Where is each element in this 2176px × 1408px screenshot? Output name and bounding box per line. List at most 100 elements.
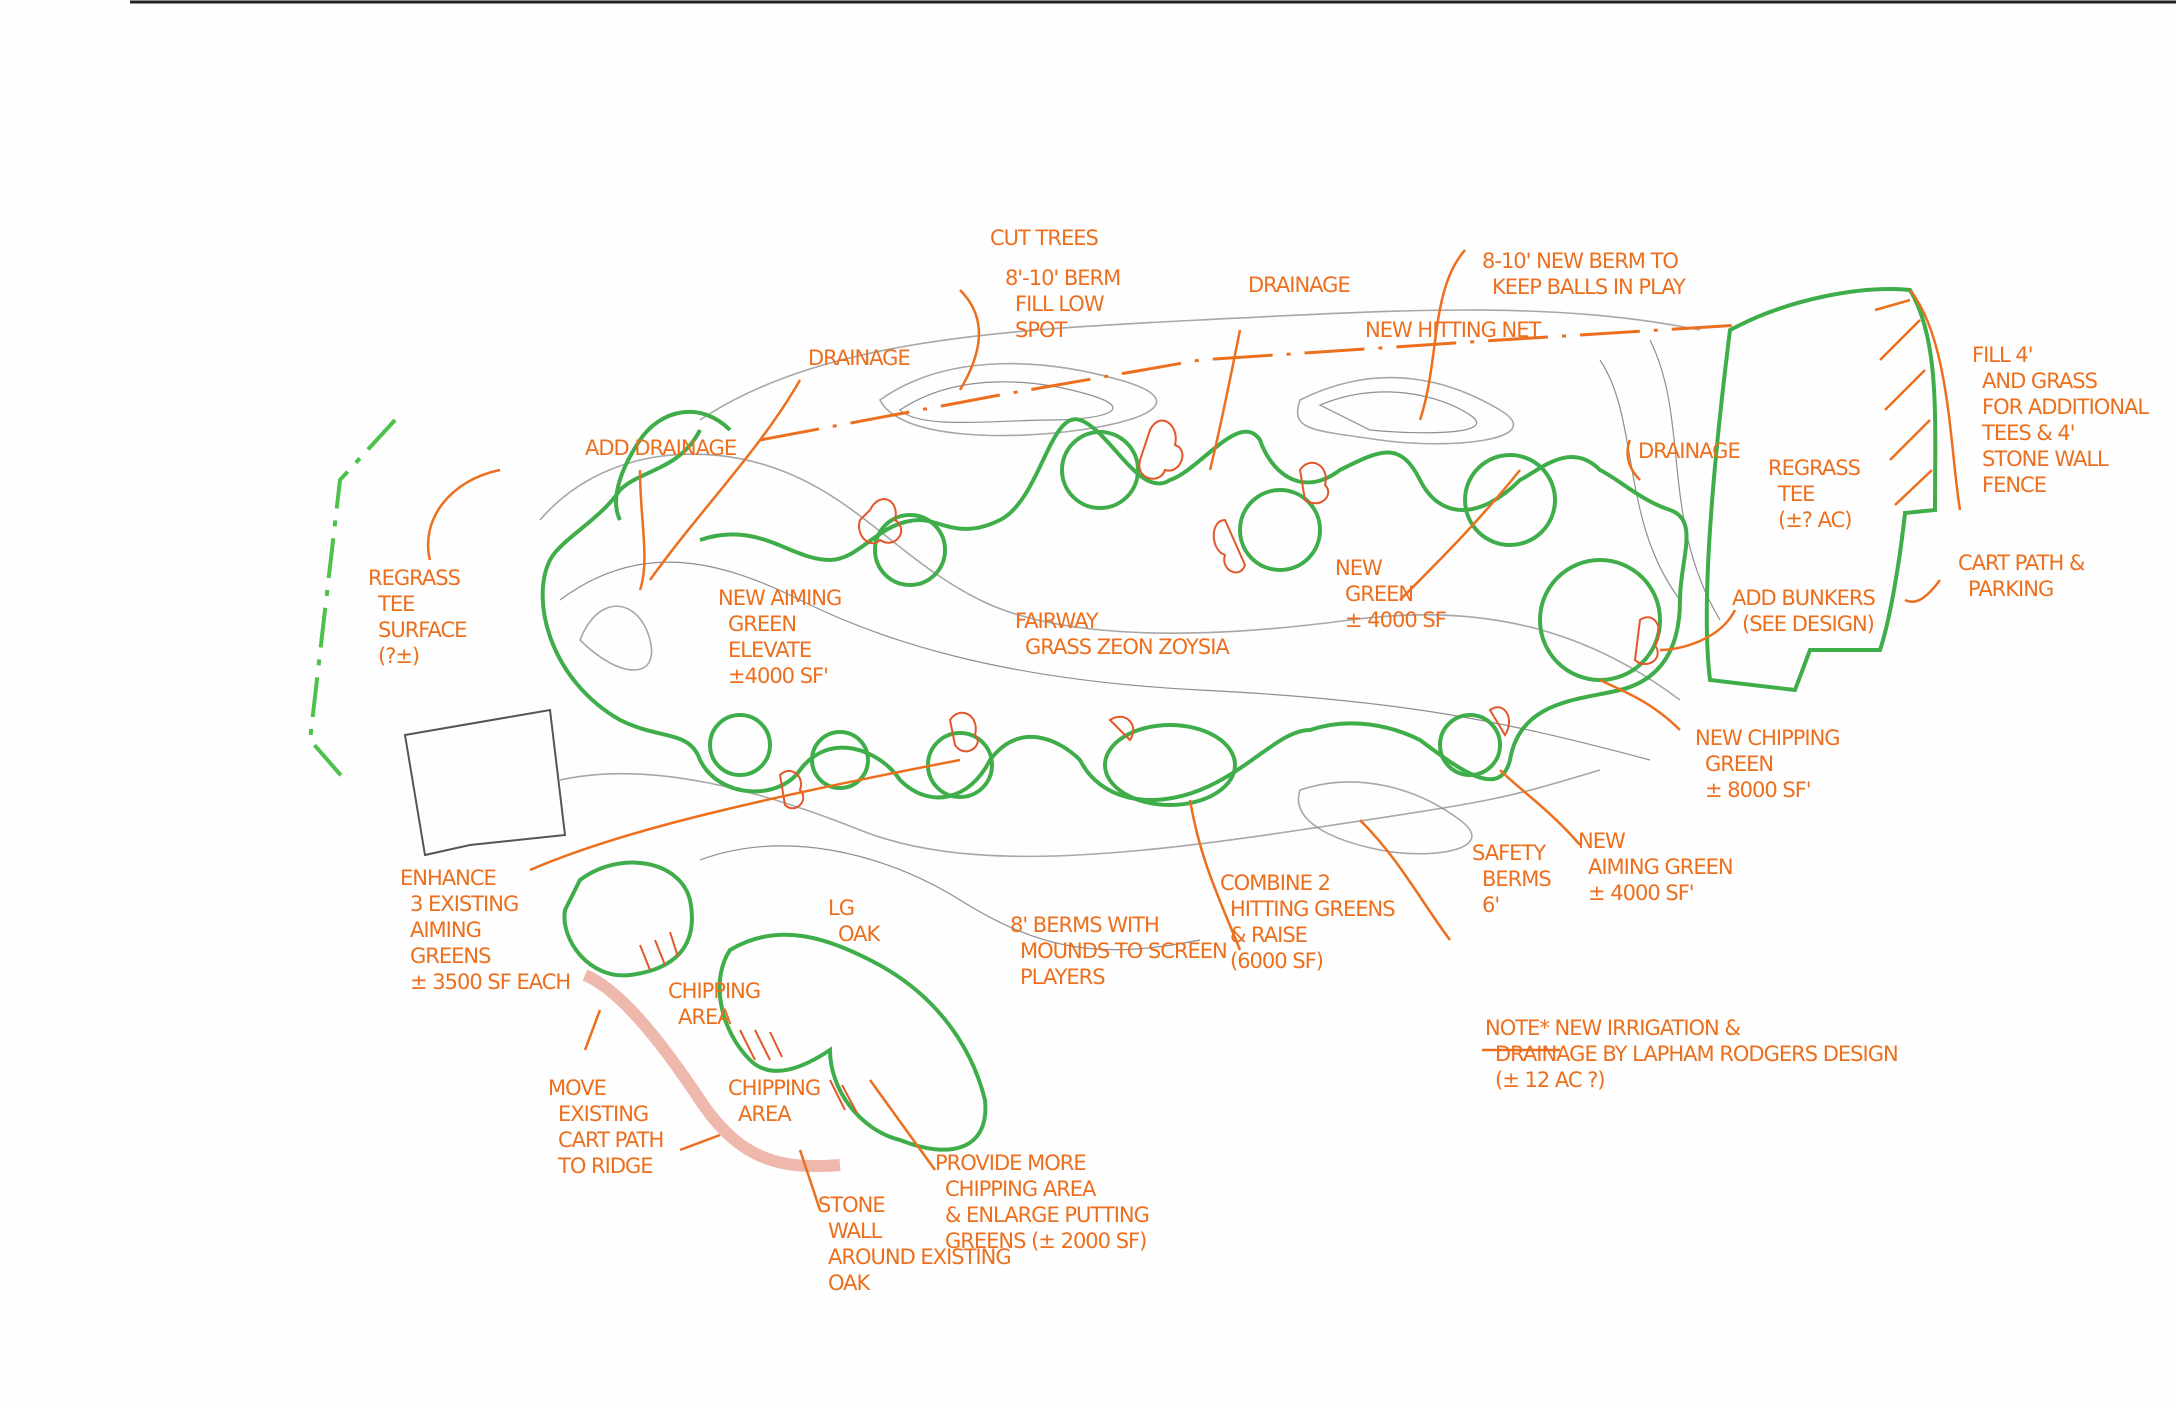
label-cart-path-parking: CART PATH &PARKING bbox=[1958, 551, 2085, 601]
label-line: DRAINAGE bbox=[1638, 439, 1740, 463]
label-line: CART PATH bbox=[558, 1128, 663, 1152]
label-line: GREEN bbox=[1345, 582, 1413, 606]
label-line: ± 4000 SF' bbox=[1588, 881, 1694, 905]
label-line: FOR ADDITIONAL bbox=[1982, 395, 2149, 419]
label-line: FENCE bbox=[1982, 473, 2046, 497]
label-line: AIMING bbox=[410, 918, 481, 942]
label-line: STONE bbox=[818, 1193, 885, 1217]
label-line: OAK bbox=[828, 1271, 872, 1295]
label-line: & RAISE bbox=[1230, 923, 1307, 947]
cart-path bbox=[582, 969, 841, 1173]
label-line: GREEN bbox=[1705, 752, 1773, 776]
label-line: 8' BERMS WITH bbox=[1010, 913, 1159, 937]
label-line: NEW CHIPPING bbox=[1695, 726, 1840, 750]
label-line: STONE WALL bbox=[1982, 447, 2109, 471]
label-note-irrigation: NOTE* NEW IRRIGATION &DRAINAGE BY LAPHAM… bbox=[1485, 1016, 1898, 1092]
green-clusters bbox=[708, 419, 1662, 810]
label-line: OAK bbox=[838, 922, 882, 946]
fairway-outline bbox=[540, 417, 1689, 802]
hitting-net-line bbox=[759, 323, 1741, 442]
label-line: (± 12 AC ?) bbox=[1495, 1068, 1605, 1092]
existing-building bbox=[403, 708, 567, 857]
label-line: ADD BUNKERS bbox=[1732, 586, 1875, 610]
label-line: (6000 SF) bbox=[1230, 949, 1323, 973]
label-line: PROVIDE MORE bbox=[935, 1151, 1086, 1175]
label-line: WALL bbox=[828, 1219, 883, 1243]
label-line: 6' bbox=[1482, 893, 1499, 917]
label-add-bunkers: ADD BUNKERS(SEE DESIGN) bbox=[1732, 586, 1875, 636]
label-line: CHIPPING bbox=[728, 1076, 820, 1100]
label-line: AIMING GREEN bbox=[1588, 855, 1733, 879]
label-line: NEW bbox=[1578, 829, 1626, 853]
label-line: TEES & 4' bbox=[1981, 421, 2075, 445]
label-line: ± 4000 SF bbox=[1345, 608, 1446, 632]
label-line: EXISTING bbox=[558, 1102, 648, 1126]
label-line: ±4000 SF' bbox=[728, 664, 828, 688]
label-line: REGRASS bbox=[1768, 456, 1861, 480]
label-line: TO RIDGE bbox=[557, 1154, 653, 1178]
label-line: AREA bbox=[738, 1102, 792, 1126]
label-drainage-top: DRAINAGE bbox=[1248, 273, 1350, 297]
label-line: FAIRWAY bbox=[1015, 609, 1099, 633]
label-line: PLAYERS bbox=[1020, 965, 1105, 989]
label-add-drainage: ADD DRAINAGE bbox=[585, 436, 736, 460]
label-line: CART PATH & bbox=[1958, 551, 2085, 575]
label-line: AND GRASS bbox=[1982, 369, 2098, 393]
label-line: 3 EXISTING bbox=[410, 892, 518, 916]
label-line: 8'-10' BERM bbox=[1005, 266, 1120, 290]
label-line: GREENS bbox=[410, 944, 491, 968]
label-line: ± 3500 SF EACH bbox=[410, 970, 570, 994]
label-line: MOUNDS TO SCREEN bbox=[1020, 939, 1227, 963]
label-line: DRAINAGE bbox=[1248, 273, 1350, 297]
label-cut-trees: CUT TREES bbox=[990, 226, 1098, 250]
fill-hatch bbox=[1874, 298, 1933, 506]
label-line: FILL LOW bbox=[1015, 292, 1105, 316]
label-line: AREA bbox=[678, 1005, 732, 1029]
label-line: SAFETY bbox=[1472, 841, 1546, 865]
label-drainage-left: DRAINAGE bbox=[808, 346, 910, 370]
label-line: ± 8000 SF' bbox=[1705, 778, 1811, 802]
label-line: HITTING GREENS bbox=[1230, 897, 1395, 921]
label-line: TEE bbox=[1777, 482, 1814, 506]
label-line: REGRASS bbox=[368, 566, 461, 590]
label-line: (±? AC) bbox=[1778, 508, 1851, 532]
label-line: ENHANCE bbox=[400, 866, 496, 890]
label-line: BERMS bbox=[1482, 867, 1551, 891]
lower-greens bbox=[562, 860, 988, 1152]
label-line: & ENLARGE PUTTING bbox=[945, 1203, 1149, 1227]
leader-lines bbox=[426, 249, 1962, 1211]
label-line: COMBINE 2 bbox=[1220, 871, 1330, 895]
label-line: (SEE DESIGN) bbox=[1742, 612, 1874, 636]
tee-outline bbox=[1704, 287, 1938, 693]
label-line: FILL 4' bbox=[1972, 343, 2032, 367]
label-line: NEW bbox=[1335, 556, 1383, 580]
label-line: SURFACE bbox=[378, 618, 466, 642]
label-line: GRASS ZEON ZOYSIA bbox=[1025, 635, 1230, 659]
label-hitting-net: NEW HITTING NET bbox=[1365, 318, 1542, 342]
label-line: LG bbox=[828, 896, 854, 920]
label-line: SPOT bbox=[1015, 318, 1068, 342]
label-line: NOTE* NEW IRRIGATION & bbox=[1485, 1016, 1740, 1040]
label-line: 8-10' NEW BERM TO bbox=[1482, 249, 1678, 273]
label-drainage-right: DRAINAGE bbox=[1638, 439, 1740, 463]
